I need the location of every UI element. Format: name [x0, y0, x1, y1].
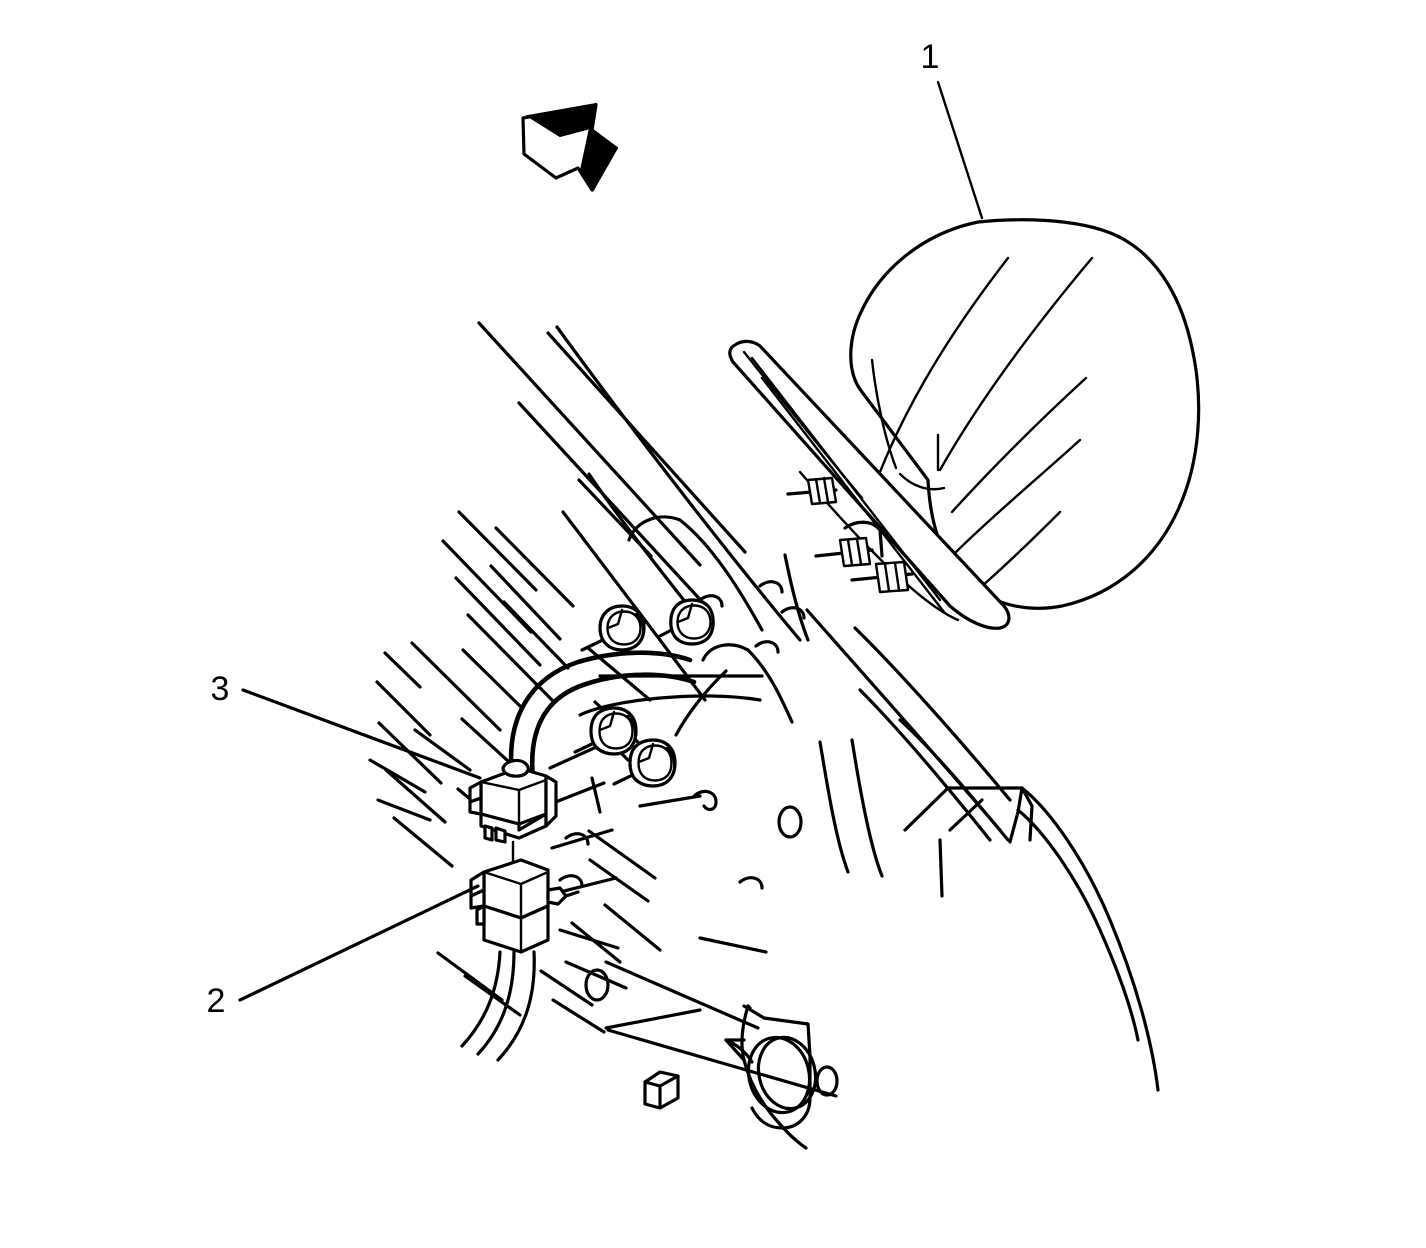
- panel-clip-pins: [558, 580, 806, 890]
- callout-2-leader: [238, 884, 480, 1002]
- mirror-retaining-nut: [612, 738, 677, 788]
- electrical-connector-lower: [469, 858, 580, 954]
- callout-3-number: 3: [211, 670, 230, 708]
- mirror-retaining-nut: [658, 598, 715, 646]
- mirror-housing: [849, 218, 1201, 610]
- callout-3: 3: [211, 670, 482, 780]
- mirror-retaining-nut: [573, 706, 638, 756]
- mirror-mounting-studs: [786, 476, 914, 594]
- lower-panel-edges: [604, 960, 838, 1098]
- mirror-retaining-nut: [580, 604, 646, 652]
- mirror-mounting-stud: [786, 476, 838, 506]
- mirror-retaining-nuts: [573, 598, 715, 788]
- mirror-mounting-stud: [814, 536, 874, 568]
- vehicle-front-direction-arrow: [521, 102, 619, 192]
- mirror-base-plate: [728, 339, 1011, 630]
- callout-1: 1: [921, 38, 984, 220]
- door-hinge-bracket: [724, 1004, 818, 1150]
- grommet-cube: [643, 1070, 680, 1110]
- callout-2-number: 2: [207, 982, 226, 1020]
- mirror-harness-cable: [508, 650, 697, 781]
- mirror-mounting-stud: [850, 560, 914, 594]
- harness-wire: [496, 950, 536, 1062]
- harness-wires: [460, 950, 536, 1062]
- callout-3-leader: [241, 688, 482, 780]
- harness-wire: [476, 950, 516, 1056]
- harness-wire: [460, 950, 502, 1048]
- callout-1-number: 1: [921, 38, 940, 76]
- electrical-connector-upper: [468, 758, 558, 844]
- callout-1-leader: [936, 80, 984, 220]
- callout-2: 2: [207, 884, 480, 1020]
